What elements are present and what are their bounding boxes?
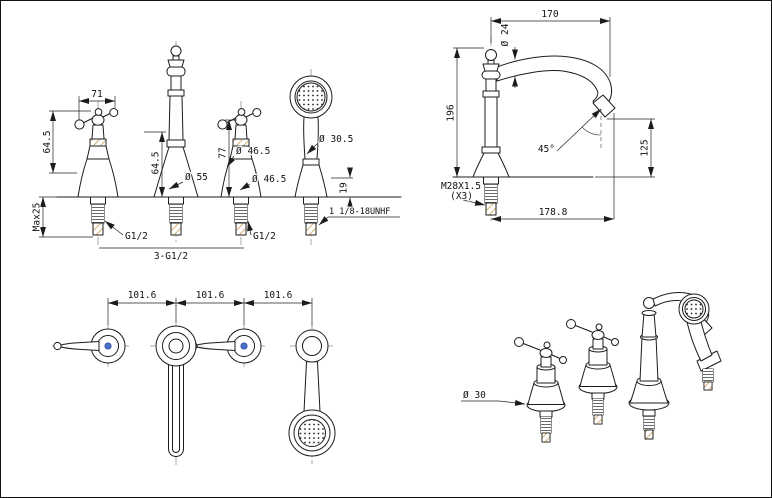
- dim-deck-max: Max25: [32, 203, 43, 232]
- dim-base-height: 19: [339, 182, 350, 194]
- dim-thread-left: G1/2: [125, 231, 148, 242]
- dim-handle-base-dia: Ø 30: [463, 390, 486, 401]
- right-handle-tail: [233, 196, 249, 236]
- dim-spacing-b: 101.6: [196, 290, 225, 301]
- dim-height: 196: [446, 104, 457, 121]
- top-view: 101.6 101.6 101.6: [51, 289, 336, 466]
- dim-handle-base-dia-b: Ø 46.5: [252, 174, 286, 185]
- left-handle-front: [74, 108, 119, 198]
- spout-front: [153, 45, 199, 198]
- front-view: 71 64.5 64.5 77 Ø 55 Ø 46.5 Ø 46.5 Ø 30.…: [30, 41, 402, 263]
- dim-height-77: 77: [218, 147, 229, 158]
- dim-total-reach: 178.8: [539, 207, 568, 218]
- dim-shower-thread: 1 1/8-18UNHF: [329, 207, 390, 217]
- left-handle-tail: [90, 196, 106, 236]
- dim-shank-thread-qty: (X3): [450, 191, 473, 202]
- dim-lever-span: 71: [91, 89, 103, 100]
- spout-tail: [168, 196, 184, 236]
- dim-handle-base-dia-a: Ø 46.5: [236, 146, 270, 157]
- dim-thread-right: G1/2: [253, 231, 276, 242]
- shower-tail: [303, 196, 319, 236]
- dim-tube-dia: Ø 24: [500, 23, 511, 46]
- spray-face-perspective: [684, 299, 704, 319]
- dim-shank-thread: M28X1.5: [441, 181, 481, 192]
- dim-shower-grip-dia: Ø 30.5: [319, 134, 353, 145]
- dim-outlet-height: 125: [640, 139, 651, 156]
- handle-perspective-b: [566, 319, 619, 425]
- right-handle-top: [187, 323, 269, 369]
- dim-spout-base-dia: Ø 55: [185, 172, 208, 183]
- dim-thread-group: 3-G1/2: [154, 251, 188, 262]
- hand-shower-top: [288, 324, 336, 464]
- dim-spacing-a: 101.6: [128, 290, 157, 301]
- spout-shank-side: [483, 176, 499, 216]
- dim-reach: 170: [541, 9, 558, 20]
- left-handle-top: [51, 323, 133, 369]
- dim-spacing-c: 101.6: [264, 290, 293, 301]
- perspective-view: Ø 30: [461, 292, 722, 443]
- spray-face-top: [298, 419, 326, 447]
- dim-holder-angle: 45°: [538, 144, 555, 155]
- hand-shower-perspective: [678, 293, 722, 391]
- dim-handle-height-b: 64.5: [151, 152, 162, 175]
- spout-column-side: [472, 49, 510, 178]
- side-view: 45° 170 Ø 24 196 125 178.8 M28X1.5 (X3): [440, 8, 655, 223]
- spout-arm-side: [496, 55, 613, 109]
- handle-perspective-a: [514, 337, 567, 443]
- spout-top: [150, 320, 202, 466]
- dim-handle-height-a: 64.5: [42, 131, 53, 154]
- spray-face: [296, 82, 326, 112]
